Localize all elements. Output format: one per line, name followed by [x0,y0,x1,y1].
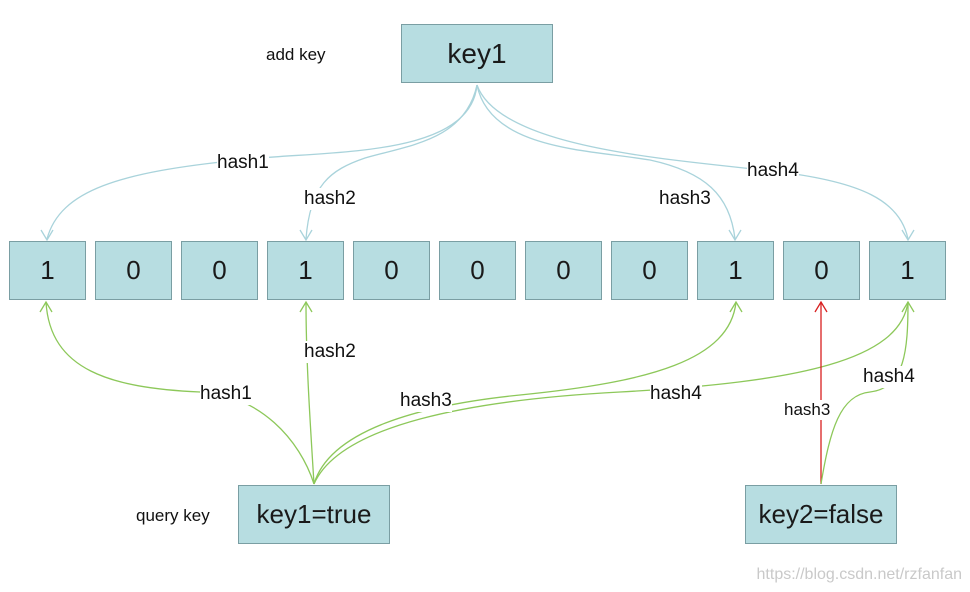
add-hash4-label: hash4 [747,160,799,182]
query-key-caption: query key [136,506,210,525]
query-key2-hash4-arrow [820,301,909,485]
add-hash2-label: hash2 [304,188,356,210]
bit-cell: 1 [697,241,774,300]
arrowhead [299,229,313,242]
bit-cell: 1 [869,241,946,300]
arrowhead [901,229,915,242]
add-key-caption: add key [266,45,326,64]
arrowhead [40,229,54,242]
bit-cell: 0 [95,241,172,300]
bit-cell: 1 [9,241,86,300]
bit-cell: 1 [267,241,344,300]
query-key2-arrows [814,300,909,485]
arrowhead [728,229,742,242]
key2-false-box: key2=false [745,485,897,544]
query-hash4-label: hash4 [650,383,702,405]
arrowhead [814,300,828,313]
query-key1-arrows [39,300,915,485]
query-hash1-arrow [45,301,315,485]
add-hash2-arrow [305,84,478,240]
add-hash3-label: hash3 [659,188,711,210]
arrowhead [729,300,743,313]
bit-cell: 0 [525,241,602,300]
arrowhead [39,300,53,313]
bit-cell: 0 [353,241,430,300]
key1-box: key1 [401,24,553,83]
query-hash1-label: hash1 [200,383,252,405]
query-hash3-label: hash3 [400,390,452,412]
arrowhead [299,300,313,313]
key1-true-box: key1=true [238,485,390,544]
bit-cell: 0 [181,241,258,300]
key2-hash4-label: hash4 [863,366,915,388]
bit-cell: 0 [611,241,688,300]
query-hash2-arrow [305,301,315,485]
bit-cell: 0 [439,241,516,300]
add-hash1-label: hash1 [217,152,269,174]
watermark: https://blog.csdn.net/rzfanfan [756,566,962,583]
bit-cell: 0 [783,241,860,300]
query-hash4-arrow [313,301,909,485]
query-hash3-arrow [313,301,737,485]
add-hash4-arrow [476,84,909,240]
add-hash3-arrow [476,84,736,240]
key2-hash3-label: hash3 [784,400,831,420]
query-hash2-label: hash2 [304,341,356,363]
